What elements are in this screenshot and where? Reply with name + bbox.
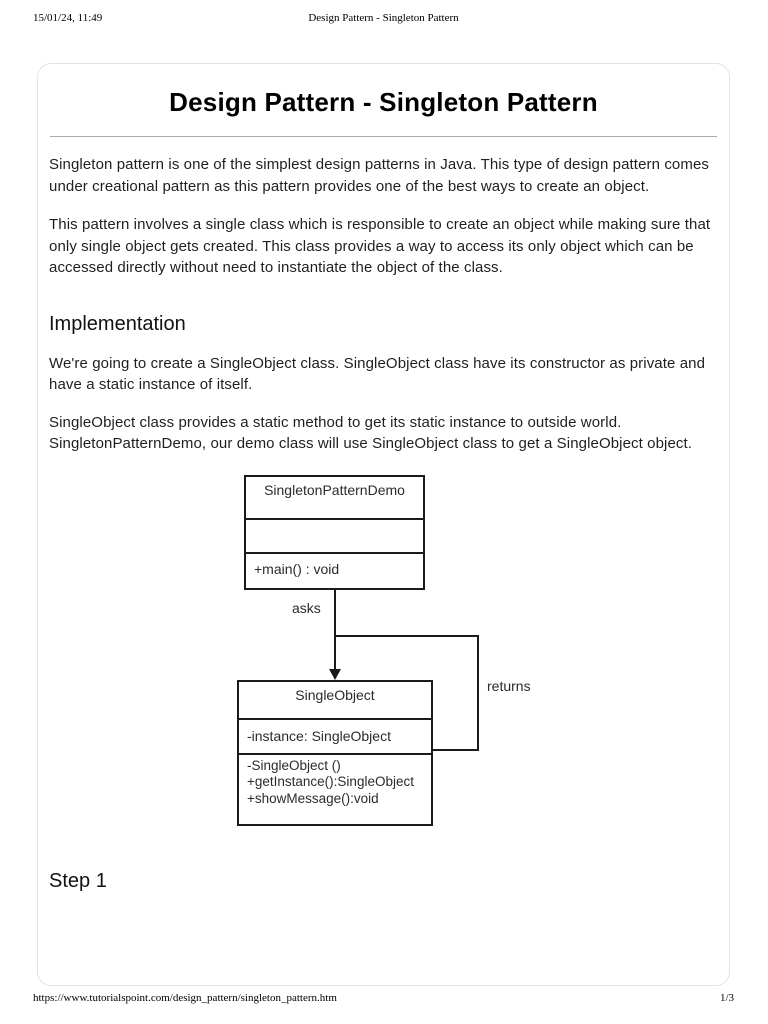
connector-returns-right — [477, 634, 479, 751]
uml-class-name: SingletonPatternDemo — [264, 481, 405, 498]
footer-page-number: 1/3 — [719, 992, 734, 1004]
connector-asks-vertical — [334, 589, 336, 670]
uml-class-singleobject: SingleObject -instance: SingleObject -Si… — [237, 679, 433, 826]
title-divider — [50, 136, 717, 137]
intro-paragraph-2: This pattern involves a single class whi… — [49, 216, 711, 276]
uml-diagram: SingletonPatternDemo +main() : void asks… — [49, 474, 718, 826]
connector-returns-bottom — [433, 748, 479, 751]
content-card: Design Pattern - Singleton Pattern Singl… — [37, 63, 730, 986]
connector-label-asks: asks — [292, 599, 321, 616]
uml-method-getinstance: +getInstance():SingleObject — [247, 774, 414, 789]
uml-class-name: SingleObject — [295, 686, 375, 703]
uml-method-showmessage: +showMessage():void — [247, 790, 379, 806]
footer-url: https://www.tutorialspoint.com/design_pa… — [33, 992, 337, 1004]
section-heading-implementation: Implementation — [49, 312, 186, 335]
connector-label-returns: returns — [487, 677, 531, 694]
uml-attribute-instance: -instance: SingleObject — [239, 717, 431, 753]
intro-paragraph-1: Singleton pattern is one of the simplest… — [49, 156, 709, 195]
uml-method-list: -SingleObject () +getInstance():SingleOb… — [239, 752, 431, 824]
uml-attributes-empty — [246, 517, 423, 552]
arrowhead-down-icon — [329, 668, 341, 680]
uml-class-singletonpatterndemo: SingletonPatternDemo +main() : void — [244, 474, 425, 590]
print-doc-title: Design Pattern - Singleton Pattern — [308, 12, 459, 24]
page-title: Design Pattern - Singleton Pattern — [169, 87, 598, 117]
uml-method-main: +main() : void — [246, 551, 423, 588]
implementation-paragraph-1: We're going to create a SingleObject cla… — [49, 354, 706, 394]
print-datetime: 15/01/24, 11:49 — [33, 12, 103, 24]
implementation-paragraph-2: SingleObject class provides a static met… — [49, 413, 693, 453]
section-heading-step1: Step 1 — [49, 869, 107, 892]
uml-method-constructor: -SingleObject () — [247, 757, 341, 773]
connector-returns-top — [334, 634, 479, 637]
